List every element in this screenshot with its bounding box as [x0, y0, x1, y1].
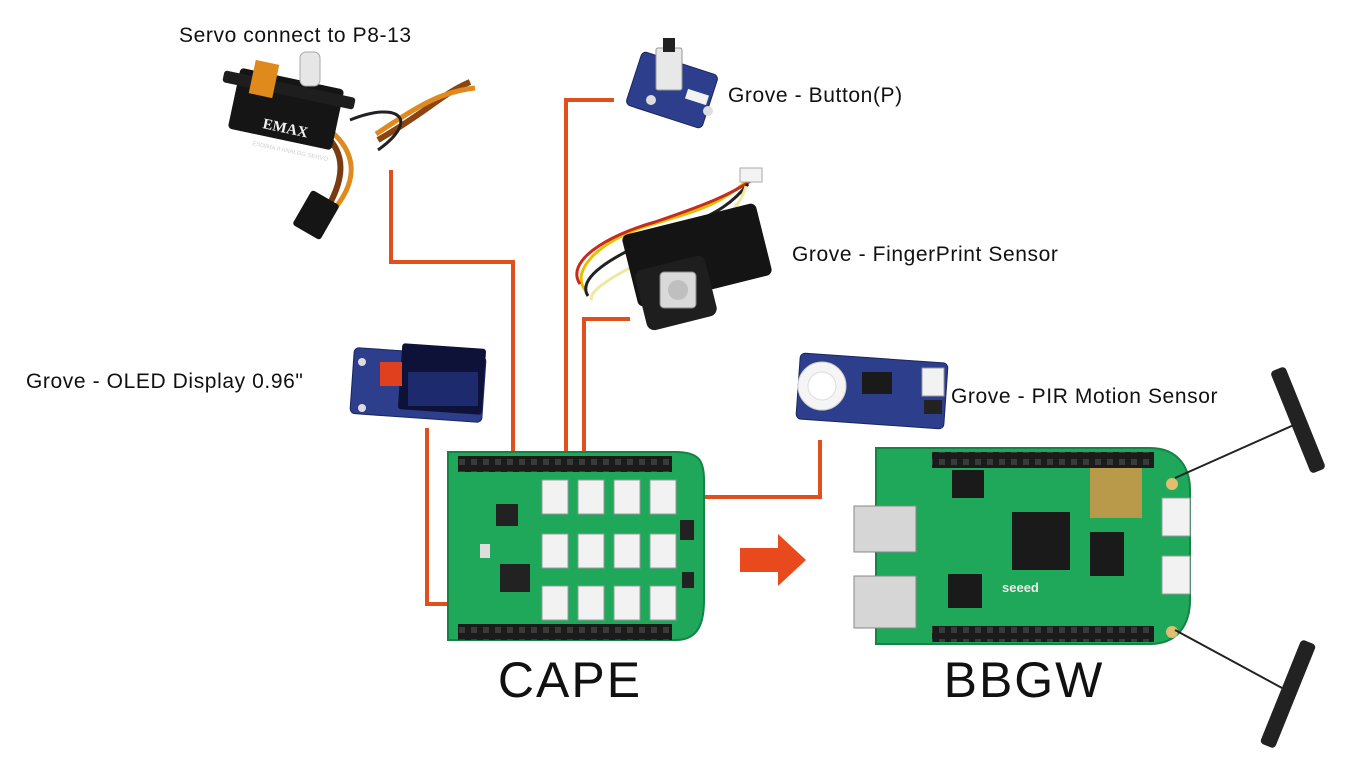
right-arrow-icon: [740, 534, 806, 586]
grove-cape-board-icon: [447, 451, 705, 641]
grove-connector: [649, 533, 677, 569]
oled-display-icon: [349, 343, 487, 423]
wire-pir: [665, 440, 822, 499]
fingerprint-label: Grove - FingerPrint Sensor: [792, 243, 1059, 266]
grove-connector: [577, 479, 605, 515]
cape-label: CAPE: [498, 652, 642, 708]
cape-grove-connectors: [541, 479, 677, 621]
grove-connector: [649, 585, 677, 621]
fingerprint-sensor-icon: [575, 167, 772, 331]
grove-connector: [577, 585, 605, 621]
button-label: Grove - Button(P): [728, 84, 903, 107]
grove-connector: [613, 479, 641, 515]
grove-connector: [613, 585, 641, 621]
grove-connector: [541, 533, 569, 569]
grove-connector: [541, 585, 569, 621]
oled-label: Grove - OLED Display 0.96": [26, 370, 304, 393]
grove-connector: [613, 533, 641, 569]
grove-connector: [577, 533, 605, 569]
beaglebone-green-wireless-icon: seeed: [853, 447, 1191, 645]
grove-connector: [541, 479, 569, 515]
wire-fingerprint: [582, 317, 630, 492]
servo-motor-icon: EMAX ES08MA II ANALOG SERVO: [222, 51, 476, 240]
bbgw-brand-logo: seeed: [1002, 580, 1039, 595]
pir-motion-sensor-icon: [795, 352, 949, 430]
wire-servo: [389, 170, 515, 460]
pir-label: Grove - PIR Motion Sensor: [951, 385, 1219, 408]
grove-button-icon: [626, 38, 718, 129]
servo-label: Servo connect to P8-13: [179, 24, 412, 47]
grove-connector: [649, 479, 677, 515]
wifi-antenna-icon: [1174, 629, 1316, 748]
bbgw-label: BBGW: [944, 652, 1105, 708]
wifi-antenna-icon: [1174, 367, 1325, 479]
